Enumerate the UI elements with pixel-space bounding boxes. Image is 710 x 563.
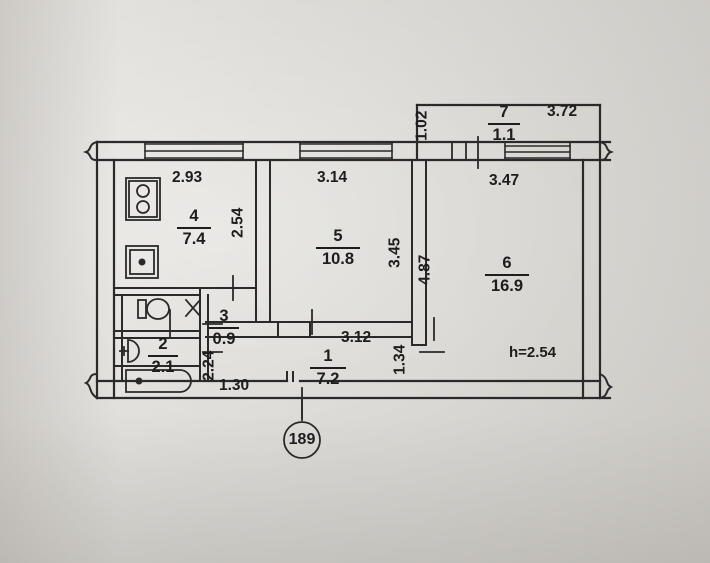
dimension-balcony-width: 3.72 xyxy=(547,103,578,120)
balcony-door-jambs xyxy=(451,136,479,169)
toilet-icon xyxy=(137,298,170,320)
dimension-corridor-right-height: 1.34 xyxy=(391,344,409,375)
partition-kitchen-room5 xyxy=(255,159,271,323)
bottom-exterior-wall xyxy=(95,379,612,400)
room-3-number: 3 xyxy=(219,307,229,325)
bathroom-door-marks xyxy=(184,298,202,318)
balcony-outline xyxy=(415,103,602,160)
room-2-number: 2 xyxy=(158,335,168,353)
room-3-rule xyxy=(209,326,239,329)
dimension-kitchen-width: 2.93 xyxy=(172,169,203,186)
dimension-balcony-depth: 1.02 xyxy=(413,110,431,141)
room-label-3: 3 0.9 xyxy=(202,308,246,347)
room-7-rule xyxy=(488,122,520,125)
dimension-room5-width: 3.14 xyxy=(317,169,348,186)
dimension-bath-depth: 2.24 xyxy=(200,350,218,381)
entry-door xyxy=(286,371,294,382)
door-room6 xyxy=(411,344,427,382)
room-4-area: 7.4 xyxy=(182,229,206,248)
wall-break-top-right xyxy=(598,140,615,162)
room-1-number: 1 xyxy=(323,347,333,365)
room-4-number: 4 xyxy=(189,207,199,225)
room-4-rule xyxy=(177,226,211,229)
kitchen-sink-icon xyxy=(125,245,159,279)
left-exterior-wall xyxy=(95,140,116,400)
room-label-4: 4 7.4 xyxy=(168,208,220,247)
room-5-rule xyxy=(316,246,360,249)
room-6-rule xyxy=(485,273,529,276)
window-room5 xyxy=(299,141,393,161)
room-7-area: 1.1 xyxy=(492,125,516,144)
paper-shadow-bottom xyxy=(0,413,710,563)
room-label-7: 7 1.1 xyxy=(482,104,526,143)
stove-icon xyxy=(125,177,161,221)
dimension-room6-height: 4.87 xyxy=(416,254,434,285)
partition-kitchen-bottom xyxy=(113,287,257,296)
room-5-area: 10.8 xyxy=(321,249,355,268)
room-6-area: 16.9 xyxy=(490,276,524,295)
room-label-5: 5 10.8 xyxy=(308,228,368,267)
apartment-number: 189 xyxy=(288,431,316,448)
ceiling-height-note: h=2.54 xyxy=(509,344,557,361)
room-5-number: 5 xyxy=(333,227,343,245)
paper-shadow-left xyxy=(0,0,120,563)
room-1-rule xyxy=(310,366,346,369)
bathtub-icon xyxy=(125,369,192,393)
room-1-area: 7.2 xyxy=(316,369,340,388)
dimension-bath-width: 1.30 xyxy=(219,377,250,394)
dimension-room5-height: 3.45 xyxy=(386,237,404,268)
partition-bathroom xyxy=(113,294,201,382)
dimension-corridor-width: 3.12 xyxy=(341,329,372,346)
top-exterior-wall xyxy=(95,140,612,162)
wall-break-top-left xyxy=(82,140,99,162)
room-2-rule xyxy=(148,354,178,357)
wall-break-right-bottom xyxy=(598,372,614,400)
window-kitchen xyxy=(144,141,244,161)
room-label-2: 2 2.1 xyxy=(141,336,185,375)
window-balcony-door xyxy=(504,141,571,161)
dimension-partition-height: 2.54 xyxy=(229,207,247,238)
room-6-number: 6 xyxy=(502,254,512,272)
partition-room5-room6 xyxy=(411,159,427,346)
room-2-area: 2.1 xyxy=(151,357,175,376)
apartment-number-marker xyxy=(283,397,321,459)
room-7-number: 7 xyxy=(499,103,509,121)
room-3-area: 0.9 xyxy=(212,329,236,348)
right-exterior-wall xyxy=(581,158,602,400)
room-label-6: 6 16.9 xyxy=(477,255,537,294)
wall-break-left-bottom xyxy=(83,372,99,400)
room-label-1: 1 7.2 xyxy=(303,348,353,387)
door-room5 xyxy=(277,321,311,338)
dimension-ticks xyxy=(169,275,445,419)
dimension-balcony-inner-width: 3.47 xyxy=(489,172,520,189)
washbasin-icon xyxy=(119,339,140,363)
